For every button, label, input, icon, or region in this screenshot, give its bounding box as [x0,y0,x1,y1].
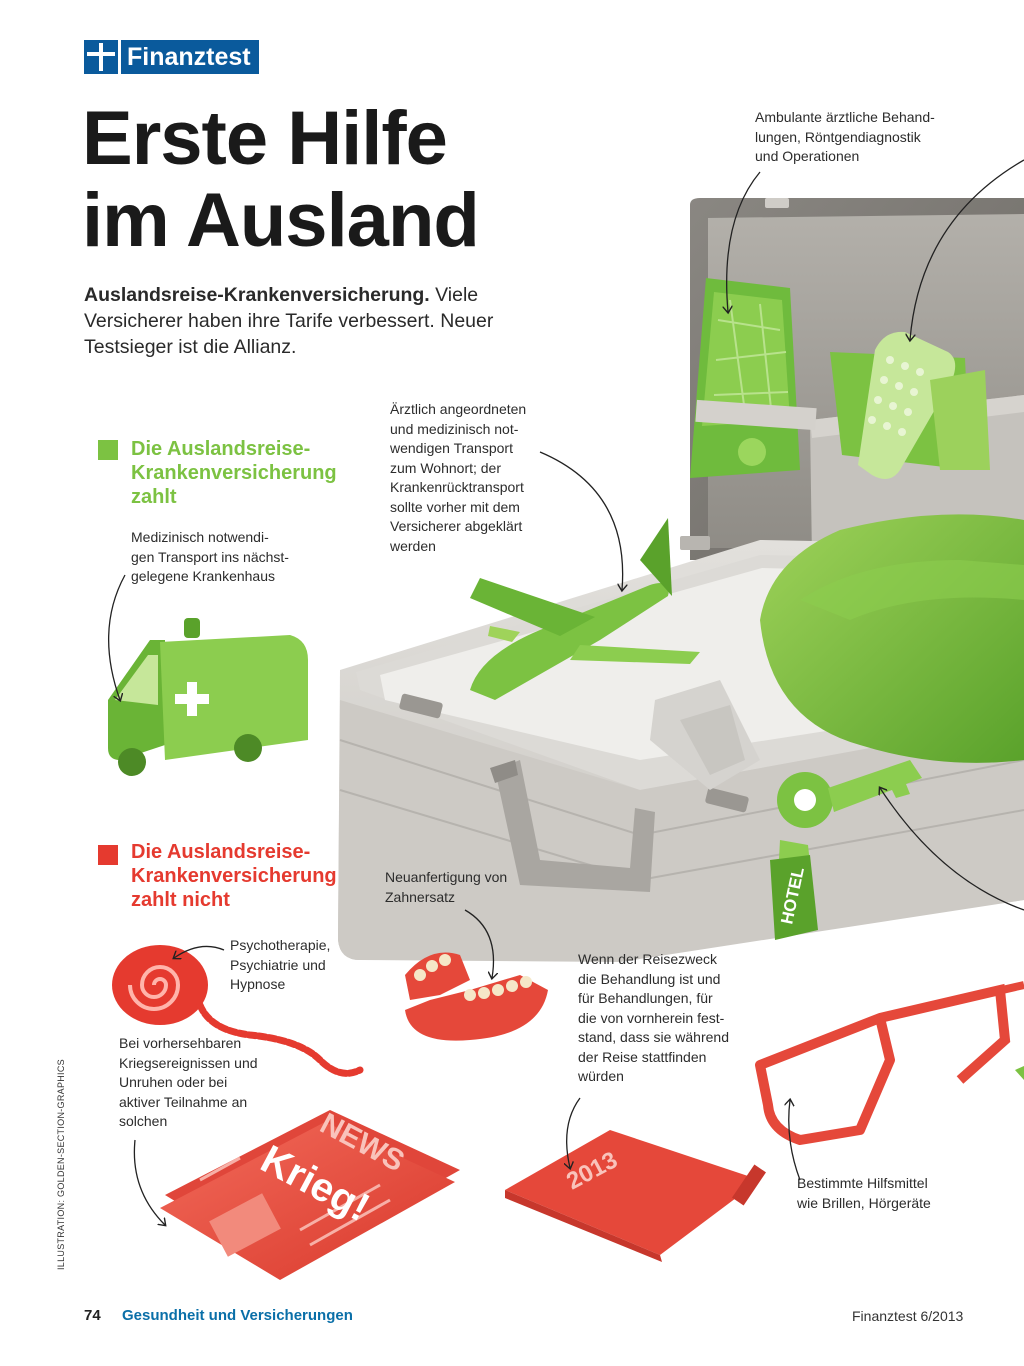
note-line: aktiver Teilnahme an [119,1093,248,1110]
covered-heading-line2: Krankenversicherung [131,462,337,484]
lead-paragraph: Auslandsreise-Krankenversicherung. Viele… [84,282,554,360]
lead-text: Viele Versicherer haben ihre Tarife verb… [84,284,494,358]
dentures-icon [405,952,548,1041]
covered-note-outpatient: Ambulante ärztliche Behand- lungen, Rönt… [755,108,935,167]
page-number: 74 [84,1307,101,1324]
page-title-line2: im Ausland [82,178,480,263]
covered-heading: Die Auslandsreise- Krankenversicherung z… [131,437,337,509]
covered-note-return-transport: Ärztlich angeordneten und medizinisch no… [390,400,526,556]
issue-label: Finanztest 6/2013 [852,1308,964,1324]
note-line: Psychotherapie, [230,937,331,953]
note-line: Ambulante ärztliche Behand- [755,109,935,125]
socks-icon [650,680,760,790]
section-name: Gesundheit und Versicherungen [122,1307,353,1324]
not-covered-heading: Die Auslandsreise- Krankenversicherung z… [131,840,337,912]
note-line: Wenn der Reisezweck [578,951,718,967]
not-covered-note-war: Bei vorhersehbaren Kriegsereignissen und… [119,1034,258,1132]
covered-heading-line1: Die Auslandsreise- [131,438,311,460]
brand-name: Finanztest [121,40,259,74]
note-line: wie Brillen, Hörgeräte [797,1194,931,1211]
lead-bold: Auslandsreise-Krankenversicherung. [84,284,430,306]
note-line: gelegene Krankenhaus [131,568,276,584]
not-covered-heading-line2: Krankenversicherung [131,865,337,887]
calendar-icon: 2013 [505,1130,766,1262]
covered-heading-line3: zahlt [131,486,177,508]
covered-legend-square [98,440,118,460]
note-line: gen Transport ins nächst- [131,548,289,565]
not-covered-note-psychotherapy: Psychotherapie, Psychiatrie und Hypnose [230,936,330,995]
note-line: Zahnersatz [385,888,456,905]
not-covered-heading-line3: zahlt nicht [131,889,230,911]
note-line: Krankenrücktransport [390,479,524,495]
note-line: sollte vorher mit dem [390,498,520,515]
note-line: solchen [119,1113,168,1129]
note-line: zum Wohnort; der [390,459,502,476]
ambulance-icon [108,618,308,776]
note-line: wendigen Transport [390,440,513,456]
hypnosis-disc-icon [112,945,364,1077]
finanztest-logo: Finanztest [84,40,259,74]
note-line: Bei vorhersehbaren [119,1035,242,1051]
not-covered-note-aids: Bestimmte Hilfsmittel wie Brillen, Hörge… [797,1174,931,1213]
note-line: Kriegsereignissen und [119,1054,258,1071]
pills-icon [830,331,990,479]
airplane-icon [470,518,700,700]
callout-arrows [108,159,1024,1225]
note-line: für Behandlungen, für [578,990,713,1006]
note-line: Medizinisch notwendi- [131,529,269,545]
note-line: die Behandlung ist und [578,970,721,987]
not-covered-note-dentures: Neuanfertigung von Zahnersatz [385,868,507,907]
note-line: der Reise stattfinden [578,1048,707,1065]
covered-note-transport-hospital: Medizinisch notwendi- gen Transport ins … [131,528,289,587]
glasses-icon [755,981,1024,1145]
finanztest-cross-icon [84,40,118,74]
not-covered-legend-square [98,845,118,865]
note-line: würden [578,1068,624,1084]
note-line: Versicherer abgeklärt [390,518,523,534]
newspaper-icon: NEWS Krieg! [160,1107,460,1280]
not-covered-heading-line1: Die Auslandsreise- [131,841,311,863]
note-line: Unruhen oder bei [119,1074,228,1090]
note-line: werden [390,537,436,554]
illustration-credit: ILLUSTRATION: GOLDEN-SECTION-GRAPHICS [56,1059,66,1270]
hotel-key-icon: HOTEL [770,760,922,940]
not-covered-note-travel-purpose: Wenn der Reisezweck die Behandlung ist u… [578,950,729,1087]
note-line: und Operationen [755,148,860,164]
note-line: und medizinisch not- [390,420,519,437]
note-line: lungen, Röntgendiagnostik [755,128,921,145]
shirt-icon [760,514,1024,763]
note-line: Ärztlich angeordneten [390,401,527,417]
note-line: Neuanfertigung von [385,869,508,885]
page-title-line1: Erste Hilfe [82,96,448,181]
banknotes-icon [690,278,817,478]
note-line: die von vornherein fest- [578,1009,725,1026]
note-line: Bestimmte Hilfsmittel [797,1175,928,1191]
note-line: Hypnose [230,976,286,992]
note-line: stand, dass sie während [578,1029,729,1045]
note-line: Psychiatrie und [230,956,326,973]
page-title: Erste Hilfe im Ausland [82,96,480,263]
